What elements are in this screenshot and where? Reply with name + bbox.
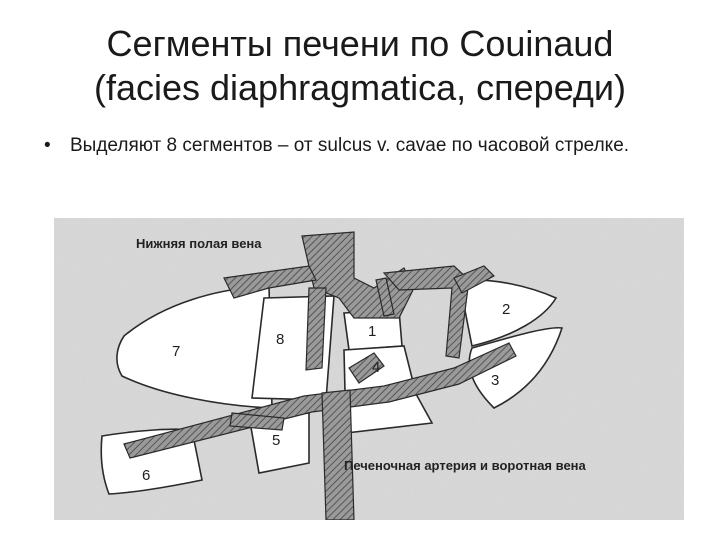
liver-segments-diagram: 7 8 1 4 2 3 5 6 Нижняя полая вена Печено… <box>54 218 684 520</box>
segment-3-region <box>468 326 564 409</box>
portal-seg5-branch <box>229 412 285 431</box>
ivc-small-vessel <box>375 277 395 317</box>
slide-title-line-1: Сегменты печени по Couinaud <box>106 23 614 64</box>
bullet-item: • Выделяют 8 сегментов – от sulcus v. ca… <box>44 132 684 159</box>
ivc-right-branch <box>382 265 470 359</box>
segment-7-region <box>116 285 273 409</box>
segment-label-6: 6 <box>142 467 150 484</box>
bullet-text: Выделяют 8 сегментов – от sulcus v. cava… <box>70 135 630 156</box>
label-inferior-vena-cava: Нижняя полая вена <box>136 236 262 251</box>
segment-label-5: 5 <box>272 432 280 449</box>
segment-label-3: 3 <box>491 372 499 389</box>
ivc-to-seg2 <box>453 265 495 294</box>
segment-label-4: 4 <box>372 359 380 376</box>
bullet-dot: • <box>44 135 51 156</box>
segment-label-1: 1 <box>368 323 376 340</box>
slide-title-line-2: (facies diaphragmatica, спереди) <box>93 67 627 108</box>
segment-label-7: 7 <box>172 343 180 360</box>
slide-title: Сегменты печени по Couinaud (facies diap… <box>0 22 720 110</box>
vessel-tree <box>123 231 517 520</box>
ivc-down-branch <box>305 287 327 371</box>
segment-labels: 7 8 1 4 2 3 5 6 <box>142 301 510 484</box>
segment-label-8: 8 <box>276 331 284 348</box>
portal-up-branch <box>348 352 385 384</box>
ivc-left-branch <box>223 265 317 299</box>
label-hepatic-artery-portal-vein: Печеночная артерия и воротная вена <box>344 458 587 473</box>
segment-2-region <box>458 278 558 347</box>
portal-trunk <box>321 389 355 520</box>
segment-label-2: 2 <box>502 301 510 318</box>
